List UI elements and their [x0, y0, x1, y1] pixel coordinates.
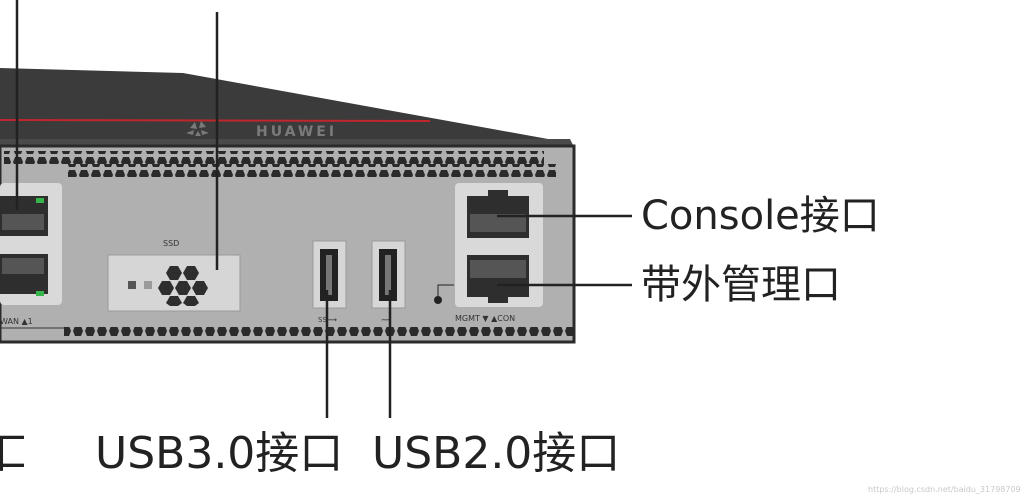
reset-line — [437, 284, 454, 296]
ssd-label: SSD — [163, 239, 180, 248]
callout-console: Console接口 — [641, 193, 880, 239]
left-port-lower-pins — [2, 258, 44, 274]
brand-logo-icon — [186, 121, 209, 136]
vent-row-top-2 — [68, 164, 556, 177]
led-green-1 — [36, 198, 44, 203]
ssd-led-1 — [128, 281, 136, 289]
vent-row-bottom — [64, 327, 574, 339]
left-port-upper-pins — [2, 214, 44, 230]
vent-row-top-1 — [4, 151, 544, 164]
callout-mgmt: 带外管理口 — [641, 262, 841, 308]
callout-usb2: USB2.0接口 — [372, 428, 621, 479]
wan-label: WAN ▲1 — [0, 317, 33, 326]
mgmt-port-tab — [488, 295, 508, 303]
usb2-symbol-icon: ⟿ — [381, 316, 391, 324]
callout-left-cut: 口 — [0, 432, 24, 476]
mgmt-port-pins — [470, 260, 526, 278]
reset-button-icon — [434, 296, 442, 304]
usb2-port-tongue — [385, 255, 391, 295]
accent-stripe — [0, 119, 431, 122]
ssd-led-2 — [144, 281, 152, 289]
watermark: https://blog.csdn.net/baidu_31798709 — [868, 485, 1021, 494]
ssd-hex-grille — [158, 266, 208, 306]
led-green-2 — [36, 291, 44, 296]
top-cover — [0, 68, 570, 143]
callout-usb3: USB3.0接口 — [95, 428, 344, 479]
front-panel-border — [0, 144, 576, 344]
brand-text: HUAWEI — [256, 124, 338, 140]
console-port-tab — [488, 190, 508, 198]
usb3-port-tongue — [326, 255, 332, 295]
console-port-pins — [470, 214, 526, 232]
port-label: MGMT ▼ ▲CON — [455, 314, 516, 323]
